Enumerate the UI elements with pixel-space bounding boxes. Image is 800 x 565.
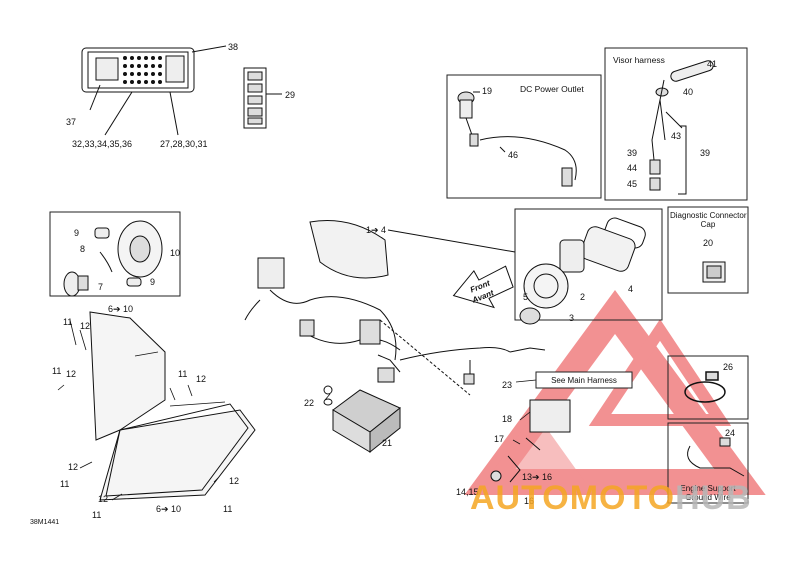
callout-8: 8 — [80, 244, 86, 254]
leader-lines — [57, 319, 537, 501]
callout-12-d: 12 — [68, 462, 79, 472]
callout-26: 26 — [723, 362, 734, 372]
ground-wire — [687, 437, 745, 477]
callout-17: 17 — [494, 434, 505, 444]
callout-39-left: 39 — [627, 148, 638, 158]
diagnostic-box — [667, 206, 749, 294]
dc-power-outlet — [457, 91, 577, 187]
callout-44: 44 — [627, 163, 638, 173]
callout-22: 22 — [304, 398, 315, 408]
callout-4: 4 — [628, 284, 634, 294]
callout-5: 5 — [523, 292, 529, 302]
callout-3: 3 — [569, 313, 575, 323]
callout-46: 46 — [508, 150, 519, 160]
clamp — [684, 371, 726, 403]
callout-6-10-bottom: 6➔ 10 — [156, 504, 182, 514]
callout-7: 7 — [98, 282, 104, 292]
callout-12-c: 12 — [196, 374, 207, 384]
callout-11-b: 11 — [52, 366, 62, 376]
watermark-auto: AUTOMOTO — [470, 479, 676, 517]
ground-wire-box — [667, 422, 749, 504]
engine-support-label: Engine Support — [680, 484, 736, 493]
ground-wire-label: Ground Wire — [685, 493, 731, 502]
visor-harness — [649, 60, 714, 195]
callout-29: 29 — [285, 90, 296, 100]
callout-14-15: 14,15 — [456, 487, 479, 497]
main-harness-label: See Main Harness — [551, 376, 617, 385]
headlight-bulb-parts — [63, 220, 163, 297]
visor-harness-title: Visor harness — [613, 55, 665, 65]
callout-11-d: 11 — [60, 479, 70, 489]
callout-12-b: 12 — [66, 369, 77, 379]
callout-21: 21 — [382, 438, 393, 448]
callout-9-top: 9 — [74, 228, 80, 238]
callout-10: 10 — [170, 248, 181, 258]
callout-37: 37 — [66, 117, 77, 127]
callout-11-f: 11 — [223, 504, 233, 514]
diagram-code: 38M1441 — [30, 519, 60, 526]
callout-45: 45 — [627, 179, 638, 189]
callout-20: 20 — [703, 238, 714, 248]
callout-32-36: 32,33,34,35,36 — [72, 139, 133, 149]
main-harness-box — [535, 371, 633, 389]
callout-1-4: 1➔ 4 — [366, 225, 387, 235]
watermark-text: AUTOMOTOHUB — [470, 478, 752, 518]
callout-12-f: 12 — [229, 476, 240, 486]
callout-38: 38 — [228, 42, 239, 52]
callout-11-e: 11 — [92, 510, 102, 520]
diagnostic-title: Diagnostic Connector — [670, 211, 747, 220]
watermark-hub: HUB — [675, 479, 752, 517]
diagnostic-subtitle: Cap — [700, 220, 716, 229]
callout-19: 19 — [482, 86, 493, 96]
callout-43: 43 — [671, 131, 682, 141]
voltage-regulator — [323, 385, 401, 454]
headlight-housings — [89, 311, 256, 501]
callout-23: 23 — [502, 380, 513, 390]
callout-24: 24 — [725, 428, 736, 438]
callout-11-a: 11 — [63, 317, 73, 327]
callout-6-10-top: 6➔ 10 — [108, 304, 134, 314]
callout-11-c: 11 — [178, 369, 188, 379]
callout-18: 18 — [502, 414, 513, 424]
front-arrow — [452, 265, 514, 309]
cluster-box — [514, 208, 663, 321]
callout-39-right: 39 — [700, 148, 711, 158]
dc-power-title: DC Power Outlet — [520, 84, 584, 94]
callout-27-31: 27,28,30,31 — [160, 139, 208, 149]
callout-12-a: 12 — [80, 321, 91, 331]
diagnostic-cap — [702, 261, 726, 283]
dc-power-box — [446, 74, 602, 199]
callout-40: 40 — [683, 87, 694, 97]
callout-41: 41 — [707, 59, 718, 69]
callout-9-bottom: 9 — [150, 277, 156, 287]
instrument-cluster — [309, 219, 516, 279]
cluster-parts — [519, 217, 646, 325]
callout-13-16: 13➔ 16 — [522, 472, 553, 482]
watermark-logo — [464, 290, 766, 495]
harness-right — [377, 347, 571, 483]
visor-harness-box — [604, 47, 748, 201]
clamp-box — [667, 355, 749, 420]
callout-12-e: 12 — [98, 494, 109, 504]
main-harness — [244, 257, 511, 396]
callout-2: 2 — [580, 292, 586, 302]
callout-16: 16 — [524, 496, 535, 506]
connector-29 — [243, 67, 282, 129]
bulb-box — [49, 211, 181, 297]
connector-38 — [81, 45, 227, 136]
